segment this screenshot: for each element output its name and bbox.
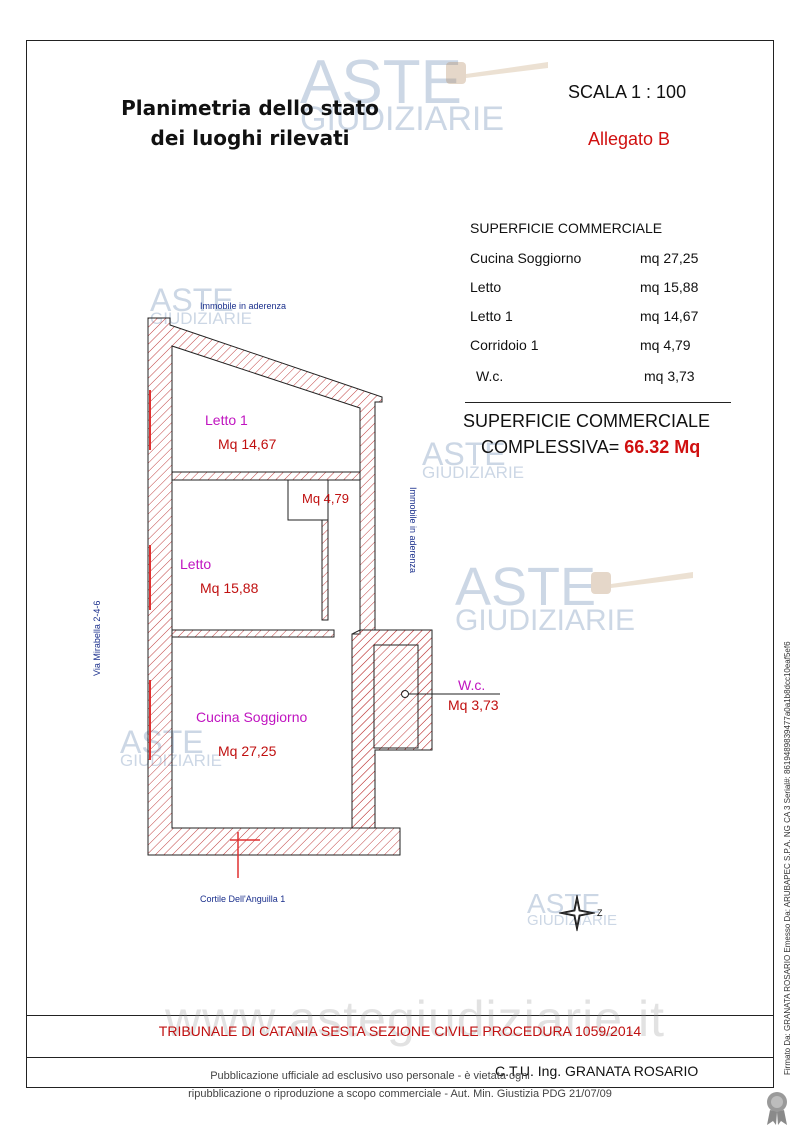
award-ribbon-icon <box>767 1092 787 1125</box>
partition-wall <box>287 479 329 521</box>
partition-wall <box>321 519 329 621</box>
outer-wall <box>147 317 433 856</box>
attachment-label: Allegato B <box>588 129 671 149</box>
watermark-brand-bottom: GIUDIZIARIE <box>455 604 636 637</box>
room-area: Mq 15,88 <box>200 580 259 596</box>
footer-divider-top <box>26 1015 774 1016</box>
table-row-room: W.c. <box>476 368 504 384</box>
ctu-line: C.T.U. Ing. GRANATA ROSARIO <box>495 1063 699 1079</box>
table-row-area: mq 4,79 <box>640 337 691 353</box>
table-row-area: mq 3,73 <box>644 368 695 384</box>
wc-wall <box>351 629 433 829</box>
gavel-icon <box>446 62 548 84</box>
watermark-brand-bottom: GIUDIZIARIE <box>422 463 525 482</box>
room-area: Mq 3,73 <box>448 697 499 713</box>
document-frame <box>26 40 774 1088</box>
room-label: W.c. <box>458 677 486 693</box>
partition-wall <box>171 471 361 481</box>
watermark-brand-top: ASTE <box>300 48 462 117</box>
watermark-logo-bottom: ASTE GIUDIZIARIE <box>527 890 618 929</box>
surface-table-heading: SUPERFICIE COMMERCIALE <box>470 220 663 236</box>
total-line: COMPLESSIVA= 66.32 Mq <box>481 437 700 458</box>
court-line: TRIBUNALE DI CATANIA SESTA SEZIONE CIVIL… <box>158 1023 642 1039</box>
footer-divider-bottom <box>26 1057 774 1058</box>
publication-notice-1: Pubblicazione ufficiale ad esclusivo uso… <box>210 1070 530 1082</box>
digital-signature: Firmato Da: GRANATA ROSARIO Emesso Da: A… <box>783 641 792 1075</box>
title-line-2: dei luoghi rilevati <box>150 126 350 150</box>
title-line-1: Planimetria dello stato <box>121 96 379 120</box>
watermark-logo-plan-top: ASTE GIUDIZIARIE <box>150 284 252 327</box>
watermark-logo-large: ASTE GIUDIZIARIE <box>455 557 693 637</box>
table-row-room: Corridoio 1 <box>470 337 539 353</box>
table-row-room: Letto <box>470 279 502 295</box>
wc-marker <box>401 690 409 698</box>
watermark-url: www.astegiudiziarie.it <box>165 991 665 1047</box>
neighbor-label-top: Immobile in aderenza <box>200 301 287 311</box>
room-area: Mq 27,25 <box>218 743 277 759</box>
watermark-brand-top: ASTE <box>455 557 597 617</box>
watermark-brand-top: ASTE <box>422 436 506 472</box>
compass-letter: Z <box>597 908 603 918</box>
watermark-brand-top: ASTE <box>150 282 234 318</box>
page-title: Planimetria dello stato dei luoghi rilev… <box>100 93 400 153</box>
partition-wall <box>171 629 335 638</box>
table-row-area: mq 15,88 <box>640 279 699 295</box>
table-row-area: mq 27,25 <box>640 250 699 266</box>
room-label: Letto 1 <box>205 412 248 428</box>
watermark-logo-middle: ASTE GIUDIZIARIE <box>422 438 524 481</box>
watermark-brand-bottom: GIUDIZIARIE <box>527 912 618 929</box>
total-value: 66.32 Mq <box>624 437 701 457</box>
scale-label: SCALA 1 : 100 <box>568 82 687 102</box>
street-label-left: Via Mirabella 2-4-6 <box>92 600 102 676</box>
table-row-room: Cucina Soggiorno <box>470 250 582 266</box>
room-area: Mq 14,67 <box>218 436 277 452</box>
total-label: COMPLESSIVA= <box>481 437 620 457</box>
room-label: Cucina Soggiorno <box>196 709 308 725</box>
room-label: Letto <box>180 556 212 572</box>
watermark-logo-top: ASTE GIUDIZIARIE <box>300 48 548 138</box>
table-row-area: mq 14,67 <box>640 308 699 324</box>
compass-icon <box>558 894 596 932</box>
publication-notice-2: ripubblicazione o riproduzione a scopo c… <box>188 1088 612 1100</box>
corridor-area: Mq 4,79 <box>302 491 349 506</box>
neighbor-label-right: Immobile in aderenza <box>408 487 418 574</box>
courtyard-label: Cortile Dell'Anguilla 1 <box>200 894 286 904</box>
table-row-room: Letto 1 <box>470 308 513 324</box>
watermark-brand-bottom: GIUDIZIARIE <box>300 100 505 138</box>
total-heading: SUPERFICIE COMMERCIALE <box>463 411 711 431</box>
table-divider <box>465 402 731 403</box>
gavel-icon <box>591 572 693 594</box>
watermark-brand-bottom: GIUDIZIARIE <box>150 309 253 328</box>
